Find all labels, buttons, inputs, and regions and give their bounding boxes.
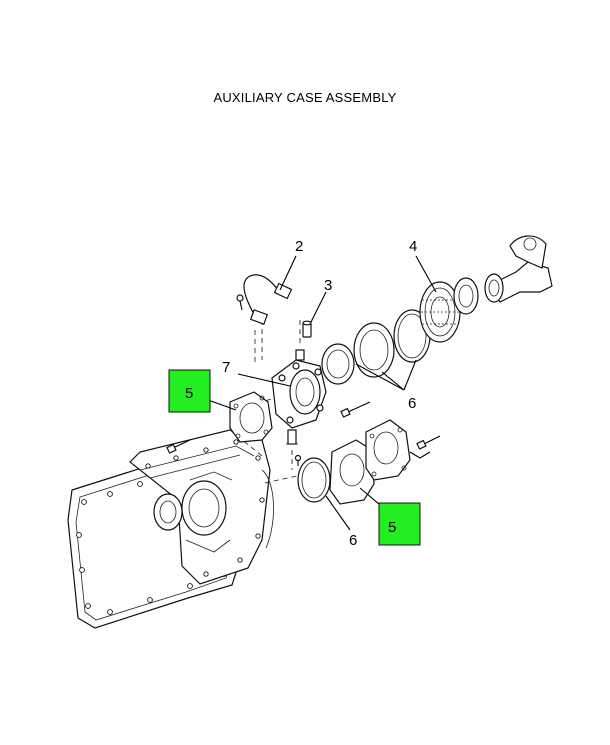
leader-lines	[207, 255, 437, 531]
callout-6-lower[interactable]: 6	[349, 532, 357, 549]
callout-2[interactable]: 2	[295, 238, 303, 255]
callout-5-right[interactable]: 5	[388, 519, 396, 536]
gasket-left	[229, 391, 273, 443]
plug-fitting	[302, 320, 312, 338]
callout-4[interactable]: 4	[409, 238, 417, 255]
auxiliary-case-housing	[67, 427, 274, 629]
callout-5-highlight-right[interactable]	[378, 502, 421, 546]
mounting-bolts	[166, 401, 441, 466]
speed-sensor-harness	[236, 274, 293, 325]
lower-cover-assembly	[297, 419, 411, 505]
callout-6-upper[interactable]: 6	[408, 395, 416, 412]
drive-gear	[419, 277, 479, 343]
output-yoke	[484, 235, 553, 303]
callout-5-left[interactable]: 5	[185, 385, 193, 402]
callout-7[interactable]: 7	[222, 359, 230, 376]
seal-set-upper	[321, 309, 431, 385]
callout-3[interactable]: 3	[324, 277, 332, 294]
diagram-title: AUXILIARY CASE ASSEMBLY	[213, 90, 397, 105]
callout-5-highlight-left[interactable]	[168, 369, 211, 413]
bearing-retainer-housing	[271, 349, 327, 445]
